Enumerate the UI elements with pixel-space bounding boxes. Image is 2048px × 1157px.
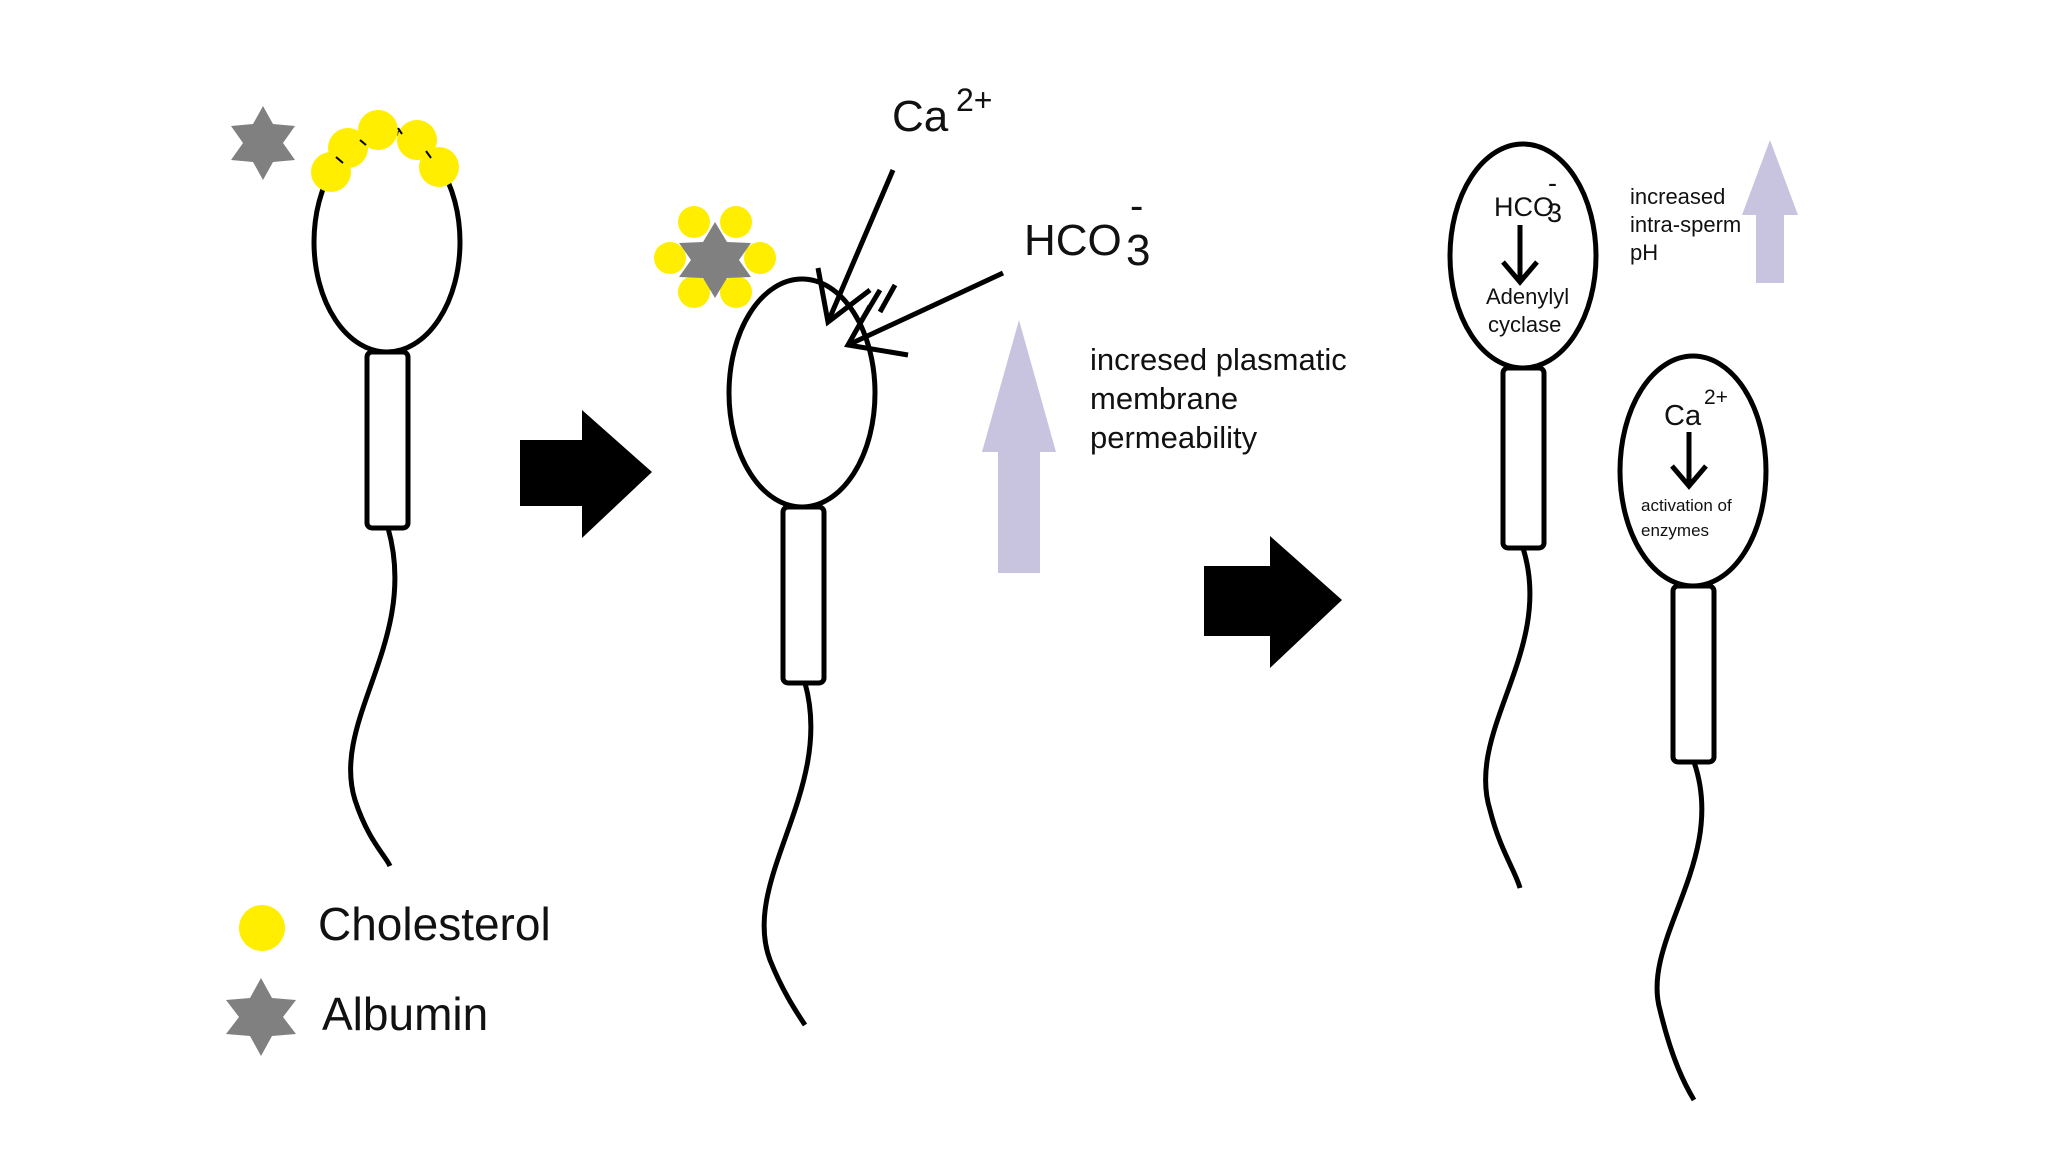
- hco3-charge: -: [1130, 184, 1144, 228]
- permeability-line-3: permeability: [1090, 420, 1258, 455]
- sperm-3a-midpiece: [1500, 365, 1547, 551]
- sperm-3a-effect-line-2: cyclase: [1488, 312, 1562, 337]
- legend-cholesterol-icon: [239, 905, 285, 951]
- ca-influx-arrow: [815, 169, 896, 327]
- sperm-2-tail: [761, 682, 814, 1027]
- sperm-3b-midpiece: [1670, 583, 1717, 765]
- albumin-cholesterol-complex: [654, 206, 776, 308]
- sperm-3b-tail: [1654, 761, 1705, 1102]
- ph-increase-arrow: [1742, 140, 1798, 283]
- sperm-2-midpiece: [780, 504, 827, 686]
- permeability-line-1: incresed plasmatic: [1090, 342, 1347, 377]
- ph-line-2: intra-sperm: [1630, 212, 1742, 237]
- sperm-2: [726, 276, 878, 1027]
- hco3-subscript: 3: [1126, 226, 1151, 275]
- legend-albumin-icon: [226, 978, 296, 1056]
- ca-label: Ca: [892, 92, 949, 141]
- cholesterol-ticks: [335, 127, 432, 164]
- process-arrow-2: [1204, 536, 1342, 668]
- sperm-3a-hco3-label: HCO: [1494, 192, 1554, 222]
- sperm-3a-tail: [1483, 547, 1533, 889]
- permeability-line-2: membrane: [1090, 381, 1239, 416]
- sperm-3b-effect-line-1: activation of: [1641, 496, 1732, 515]
- sperm-3a-down-arrow: [1501, 225, 1539, 286]
- ph-line-3: pH: [1630, 240, 1659, 265]
- cholesterol-cluster-1: [311, 110, 459, 192]
- sperm-2-head: [726, 276, 878, 510]
- ca-charge: 2+: [956, 82, 993, 118]
- sperm-3b-ca-charge: 2+: [1704, 386, 1728, 409]
- sperm-1: [311, 129, 463, 868]
- sperm-3b-down-arrow: [1670, 432, 1708, 490]
- albumin-star-1: [231, 106, 295, 180]
- sperm-3a-hco3-charge: -: [1548, 168, 1557, 198]
- hco3-influx-arrow: [844, 270, 1005, 358]
- sperm-3b-ca-label: Ca: [1664, 400, 1702, 432]
- sperm-1-midpiece: [364, 349, 411, 531]
- sperm-1-tail: [348, 527, 398, 868]
- legend-albumin-label: Albumin: [322, 988, 489, 1040]
- sperm-3a-hco3-subscript: 3: [1547, 198, 1563, 228]
- ph-line-1: increased: [1630, 184, 1726, 209]
- sperm-3b: [1617, 353, 1769, 1102]
- sperm-3a: [1447, 141, 1599, 889]
- process-arrow-1: [520, 410, 652, 538]
- sperm-3b-head: [1617, 353, 1769, 589]
- permeability-increase-arrow: [982, 320, 1056, 573]
- legend-cholesterol-label: Cholesterol: [318, 898, 551, 950]
- hco3-label: HCO: [1024, 216, 1122, 265]
- sperm-3b-effect-line-2: enzymes: [1641, 521, 1710, 540]
- sperm-3a-effect-line-1: Adenylyl: [1486, 284, 1570, 309]
